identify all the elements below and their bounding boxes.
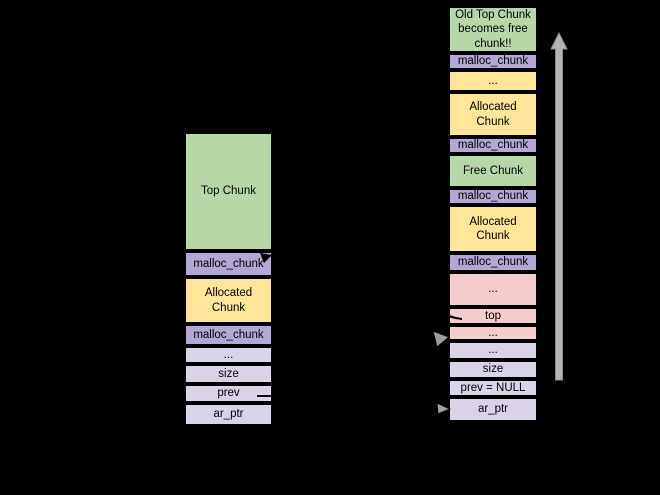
chunk-row-allocated: Allocated Chunk bbox=[449, 206, 537, 252]
chunk-row-ellipsis: ... bbox=[449, 71, 537, 91]
chunk-row-malloc-chunk: malloc_chunk bbox=[449, 54, 537, 69]
chunk-row-malloc-chunk: malloc_chunk bbox=[449, 138, 537, 153]
ar-ptr-curved-arrow-icon bbox=[422, 330, 452, 415]
chunk-row-malloc-chunk: malloc_chunk bbox=[185, 325, 272, 345]
chunk-row-ellipsis: ... bbox=[449, 326, 537, 340]
chunk-row-prev-null: prev = NULL bbox=[449, 380, 537, 396]
chunk-row-size: size bbox=[449, 361, 537, 378]
chunk-row-malloc-chunk: malloc_chunk bbox=[449, 254, 537, 271]
grow-direction-arrow-icon bbox=[550, 31, 568, 381]
heap-stack-before: Top Chunk malloc_chunk Allocated Chunk m… bbox=[185, 133, 272, 425]
chunk-row-top-chunk: Top Chunk bbox=[185, 133, 272, 250]
chunk-row-top: top bbox=[449, 308, 537, 324]
chunk-row-allocated: Allocated Chunk bbox=[449, 93, 537, 136]
chunk-row-ellipsis: ... bbox=[449, 342, 537, 359]
chunk-row-old-top-chunk: Old Top Chunk becomes free chunk!! bbox=[449, 7, 537, 52]
chunk-row-size: size bbox=[185, 365, 272, 383]
heap-stack-after: Old Top Chunk becomes free chunk!! mallo… bbox=[449, 7, 537, 421]
chunk-row-ellipsis: ... bbox=[449, 273, 537, 306]
chunk-row-ar-ptr: ar_ptr bbox=[185, 404, 272, 425]
chunk-row-malloc-chunk: malloc_chunk bbox=[185, 252, 272, 276]
chunk-row-ellipsis: ... bbox=[185, 347, 272, 363]
chunk-row-ar-ptr: ar_ptr bbox=[449, 398, 537, 421]
chunk-row-free-chunk: Free Chunk bbox=[449, 155, 537, 187]
chunk-row-prev: prev bbox=[185, 385, 272, 402]
chunk-row-allocated: Allocated Chunk bbox=[185, 278, 272, 323]
chunk-row-malloc-chunk: malloc_chunk bbox=[449, 189, 537, 204]
